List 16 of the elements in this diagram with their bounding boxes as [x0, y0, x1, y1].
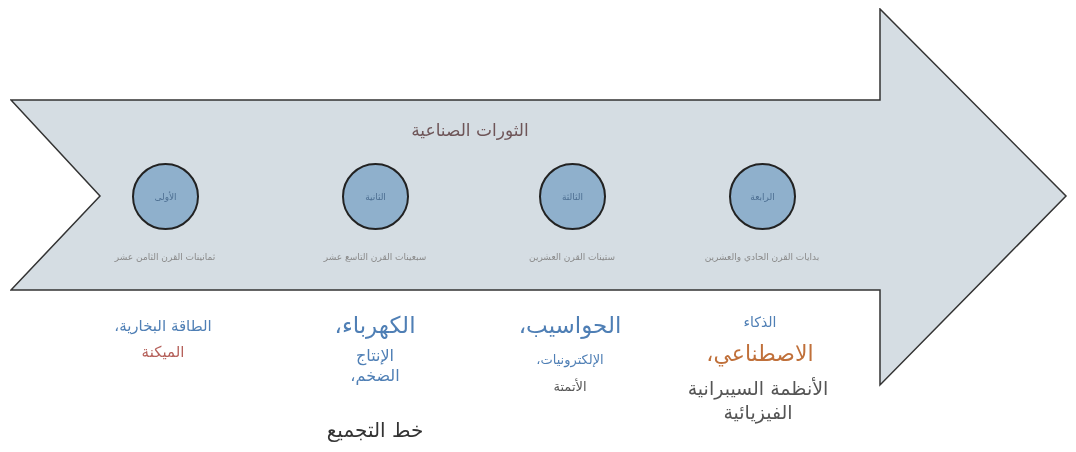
label-text: الميكنة: [141, 343, 185, 362]
title-text: الثورات الصناعية: [411, 120, 529, 140]
label-text: الذكاء: [743, 314, 777, 332]
label-text: الاصطناعي،: [706, 340, 814, 368]
label-text: الأتمتة: [553, 379, 587, 396]
label-text: الحواسيب،: [518, 311, 622, 340]
label-text: الإنتاج الضخم،: [349, 346, 401, 386]
label-text: الأنظمة السيبرانية الفيزيائية: [686, 377, 830, 425]
label-text: خط التجميع: [326, 418, 424, 443]
label-text: الكهرباء،: [334, 311, 416, 340]
date-text: ثمانينات القرن الثامن عشر: [114, 252, 216, 262]
date-text: بدايات القرن الحادي والعشرين: [704, 252, 820, 262]
label-text: الطاقة البخارية،: [114, 317, 212, 336]
label-text: الإلكترونيات،: [536, 352, 604, 369]
date-text: سبعينات القرن التاسع عشر: [323, 252, 427, 262]
date-text: ستينات القرن العشرين: [529, 252, 615, 262]
